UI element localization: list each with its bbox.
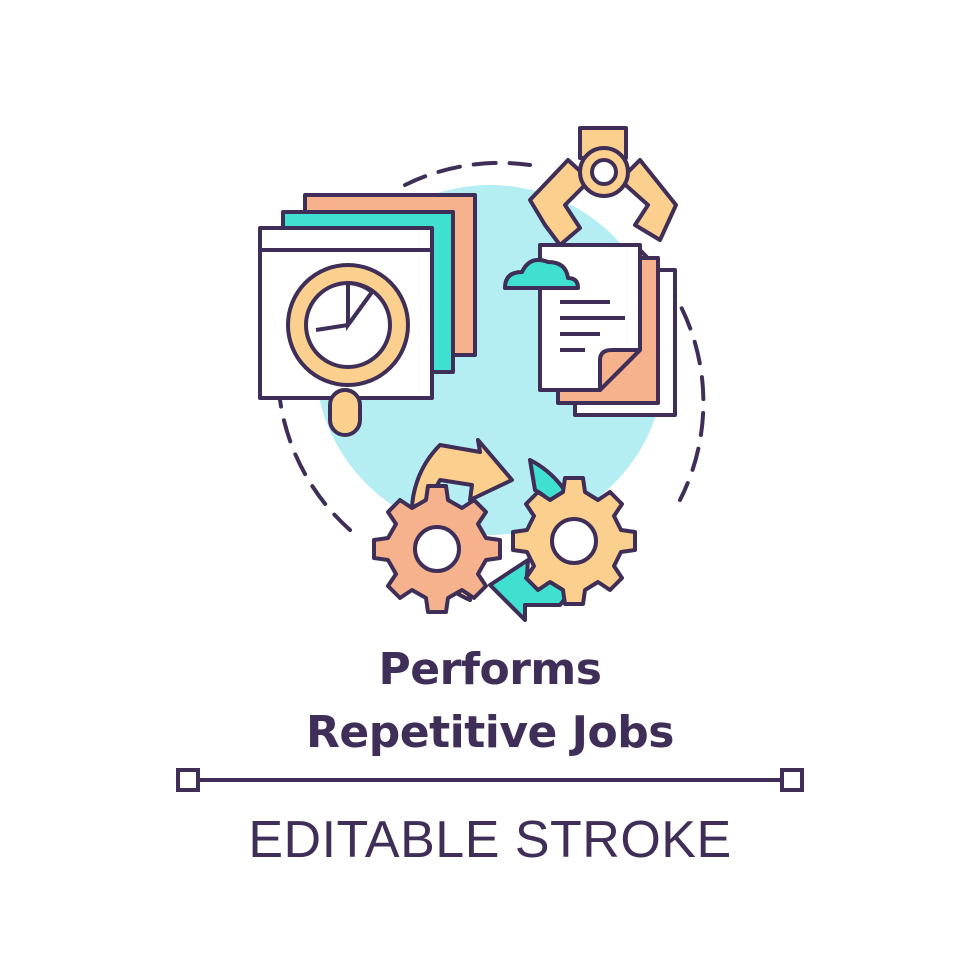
magnifier-icon (286, 263, 410, 437)
document-stack-icon (538, 243, 677, 417)
cloud-icon (503, 258, 580, 290)
title-line-1: Performs (378, 644, 602, 695)
caption: EDITABLE STROKE (248, 811, 732, 869)
right-handle-icon (780, 768, 804, 792)
robot-arm-icon (528, 126, 678, 247)
gear-icon-secondary (511, 476, 637, 606)
editable-stroke-divider (176, 768, 804, 792)
left-handle-icon (176, 768, 200, 792)
title-line-2: Repetitive Jobs (306, 707, 674, 758)
gear-icon (372, 484, 502, 614)
